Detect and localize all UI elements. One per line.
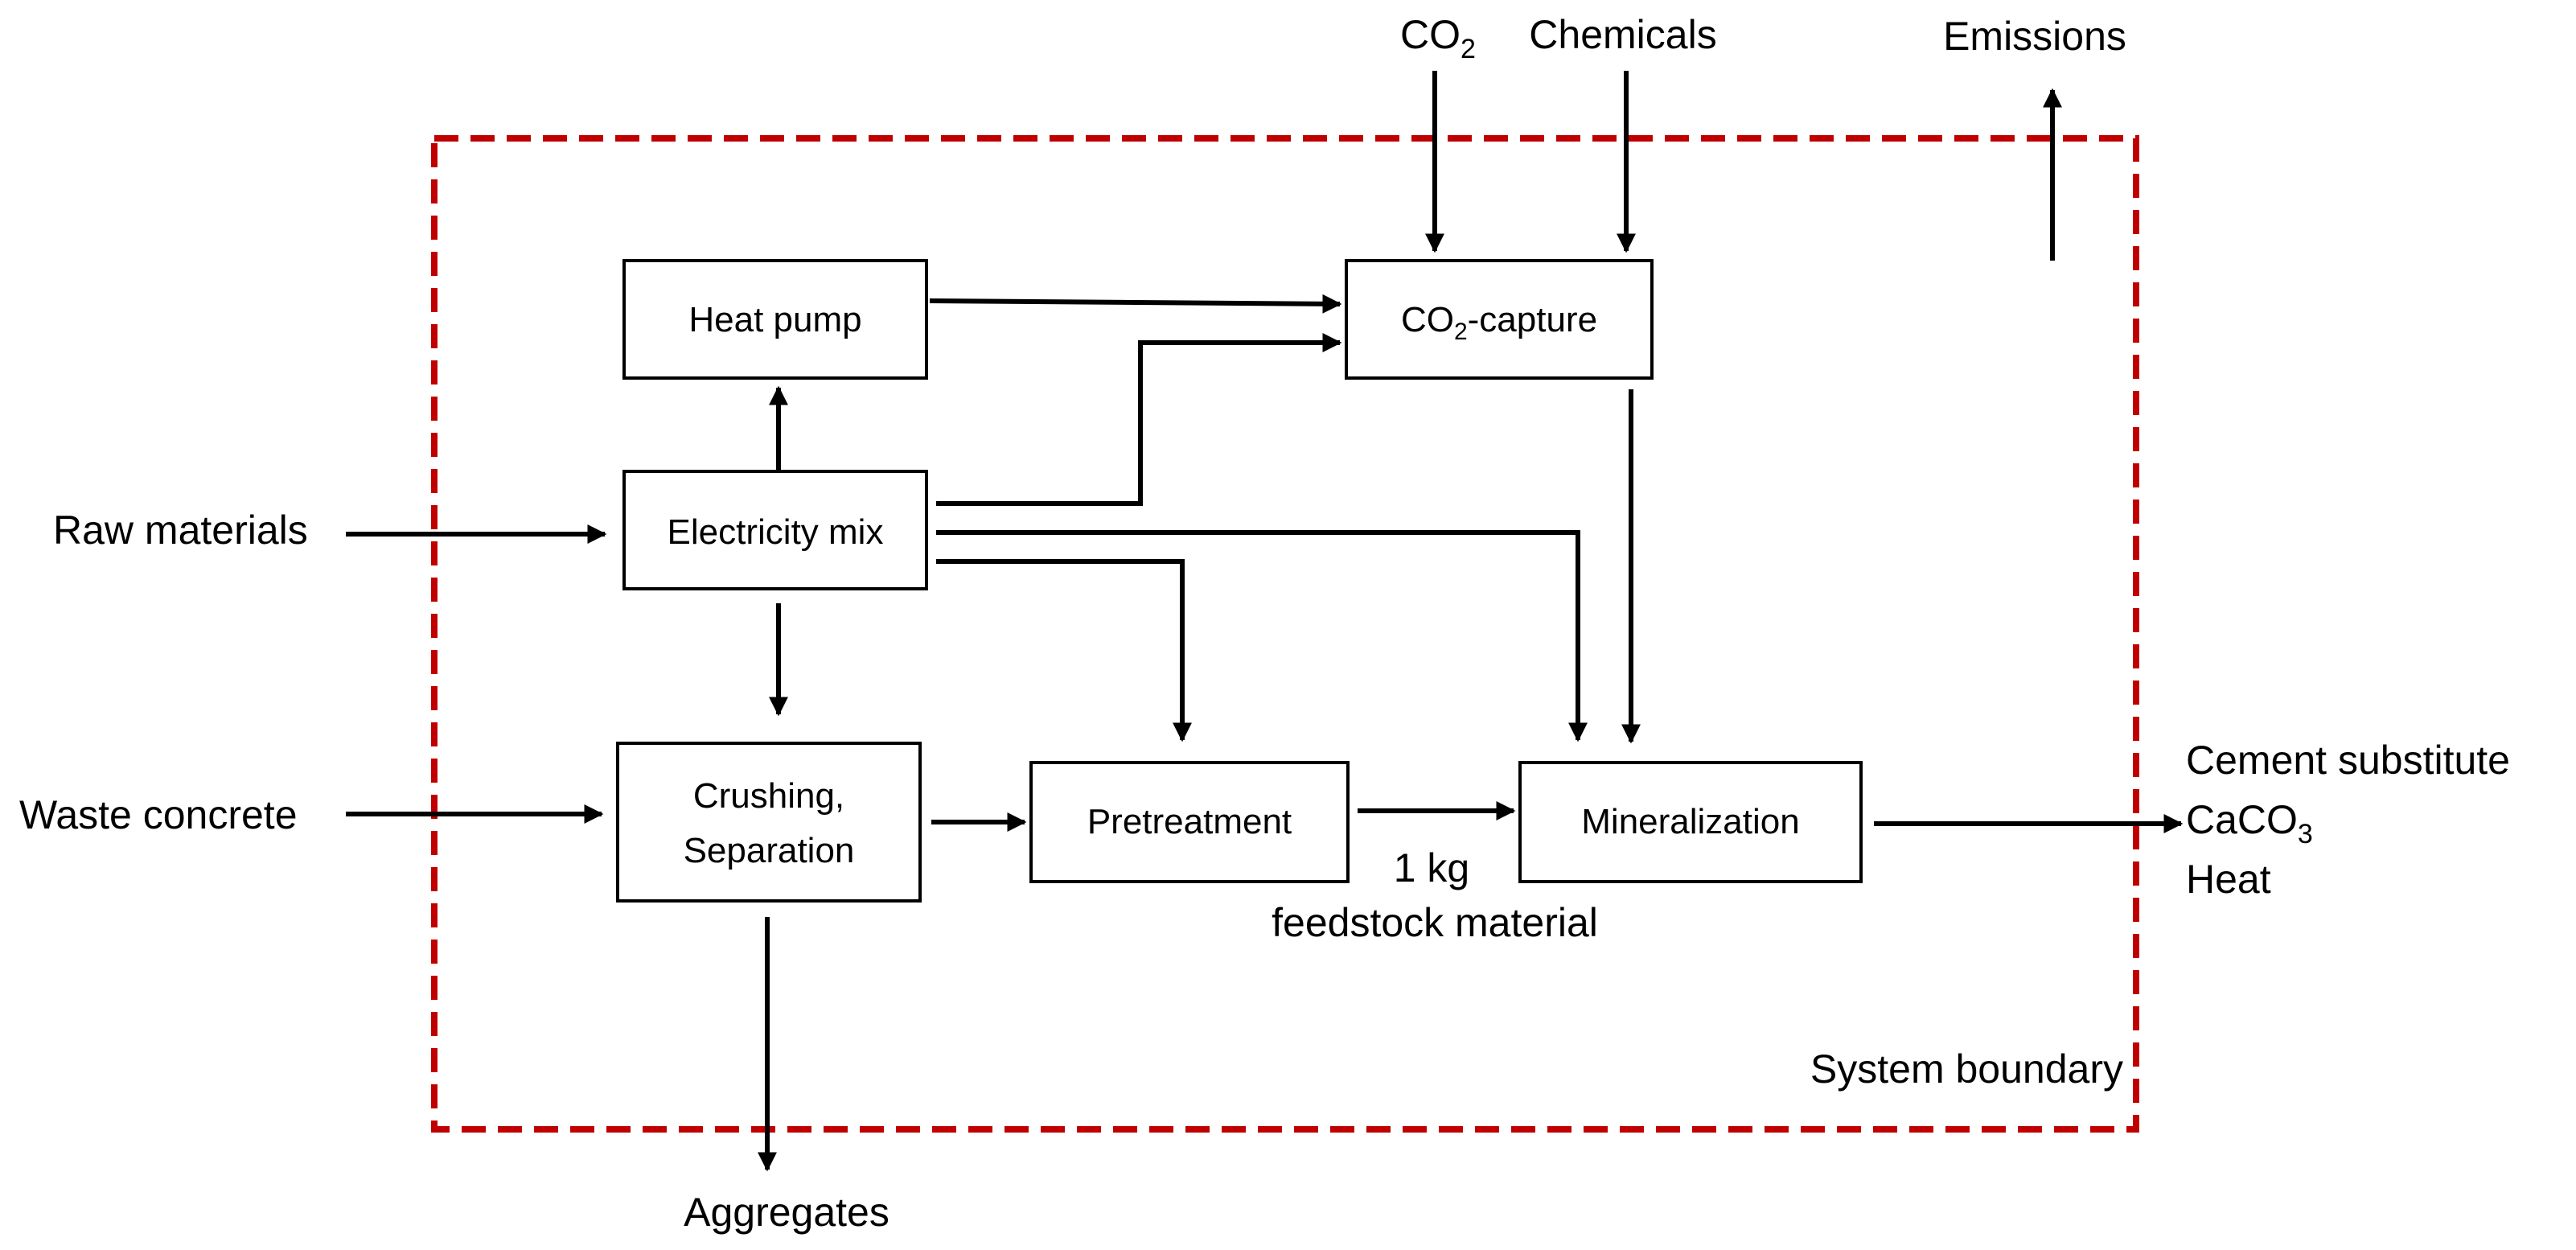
arrow-electricity-to-pretreatment (936, 559, 1192, 742)
pretreatment-box: Pretreatment (1029, 761, 1350, 883)
crushing-separation-box: Crushing, Separation (616, 742, 922, 903)
caco3-label: CaCO3 (2186, 797, 2313, 849)
heat-label: Heat (2186, 857, 2271, 902)
co2-capture-box: CO2-capture (1345, 259, 1654, 380)
functional-unit-material: feedstock material (1272, 900, 1598, 945)
arrow-heatpump-to-capture (929, 294, 1342, 314)
system-boundary (431, 135, 2139, 1133)
system-boundary-label: System boundary (1810, 1046, 2123, 1092)
arrow-electricity-to-mineralization (936, 530, 1588, 742)
electricity-mix-label: Electricity mix (668, 512, 884, 552)
electricity-mix-box: Electricity mix (622, 470, 928, 590)
crushing-label: Crushing, (693, 776, 844, 816)
aggregates-label: Aggregates (684, 1190, 889, 1235)
functional-unit-amount: 1 kg (1394, 845, 1470, 890)
co2-input-label: CO2 (1400, 12, 1476, 64)
chemicals-label: Chemicals (1529, 12, 1716, 57)
heat-pump-label: Heat pump (688, 300, 861, 339)
emissions-label: Emissions (1943, 14, 2126, 59)
co2-capture-label: CO2-capture (1401, 300, 1597, 345)
cement-substitute-label: Cement substitute (2186, 738, 2510, 783)
waste-concrete-label: Waste concrete (19, 792, 298, 837)
pretreatment-label: Pretreatment (1087, 802, 1292, 841)
raw-materials-label: Raw materials (53, 508, 308, 553)
mineralization-box: Mineralization (1518, 761, 1863, 883)
flow-arrows (346, 71, 2184, 1172)
arrow-electricity-to-capture (936, 333, 1342, 506)
heat-pump-box: Heat pump (622, 259, 928, 380)
separation-label: Separation (684, 831, 855, 870)
mineralization-label: Mineralization (1581, 802, 1799, 841)
